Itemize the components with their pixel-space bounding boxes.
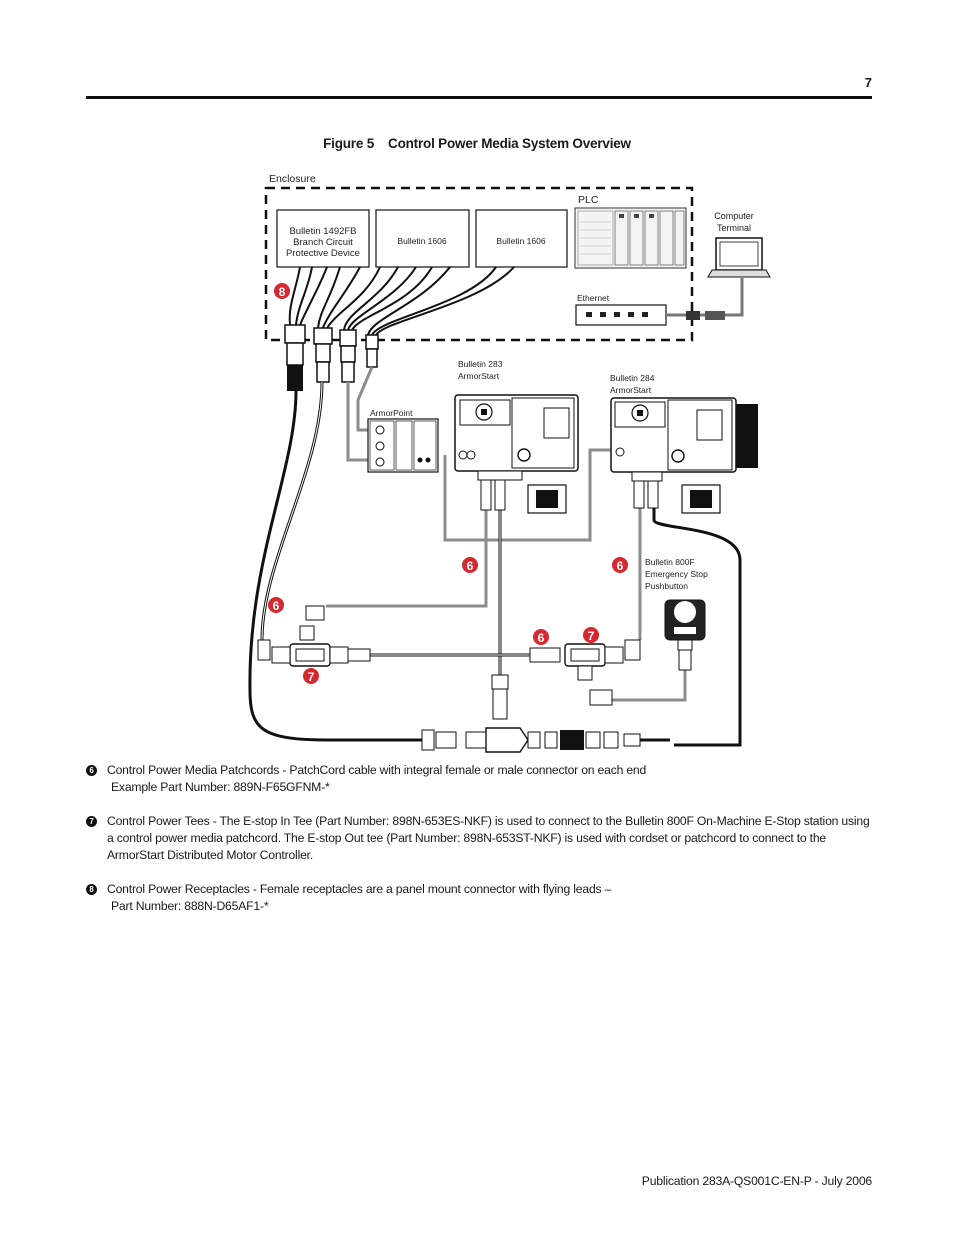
computer-terminal-label-1: Computer bbox=[714, 211, 754, 221]
bulletin-800f-label-3: Pushbutton bbox=[645, 581, 688, 591]
receptacle-1 bbox=[284, 324, 306, 391]
callout-6-a-text: 6 bbox=[467, 559, 474, 573]
bulletin-800f-label-2: Emergency Stop bbox=[645, 569, 708, 579]
bulletin-1492fb-label-2: Branch Circuit bbox=[293, 237, 353, 248]
control-power-tee-left bbox=[257, 605, 371, 667]
callout-6-a: 6 bbox=[462, 557, 478, 573]
note-receptacles: 8 Control Power Receptacles - Female rec… bbox=[86, 881, 876, 915]
bulletin-284-label-2: ArmorStart bbox=[610, 385, 652, 395]
callout-7-a-text: 7 bbox=[588, 629, 595, 643]
note-bullet-7: 7 bbox=[86, 816, 97, 827]
figure-notes: 6 Control Power Media Patchcords - Patch… bbox=[86, 762, 876, 932]
page-number: 7 bbox=[864, 75, 872, 90]
receptacle-4 bbox=[365, 334, 379, 368]
bulletin-284-armorstart bbox=[610, 397, 758, 514]
ethernet-connector bbox=[705, 311, 725, 320]
plc-label: PLC bbox=[578, 194, 599, 206]
emergency-stop-pushbutton bbox=[664, 599, 706, 671]
note-patchcords-line-1: Control Power Media Patchcords - PatchCo… bbox=[107, 763, 647, 777]
note-tees-text: Control Power Tees - The E-stop In Tee (… bbox=[107, 814, 870, 862]
callout-6-b-text: 6 bbox=[617, 559, 624, 573]
ethernet-label: Ethernet bbox=[577, 293, 610, 303]
ethernet-switch bbox=[575, 304, 667, 326]
figure-caption: Figure 5 Control Power Media System Overv… bbox=[0, 136, 954, 151]
callout-8: 8 bbox=[274, 283, 290, 299]
callout-6-d-text: 6 bbox=[538, 631, 545, 645]
bulletin-800f-label-1: Bulletin 800F bbox=[645, 557, 695, 567]
main-trunk-cable-left bbox=[248, 390, 422, 742]
bulletin-283-armorstart bbox=[454, 394, 579, 514]
bulletin-1606-box-b bbox=[475, 209, 568, 268]
callout-7-b: 7 bbox=[303, 668, 319, 684]
ethernet-bulkhead bbox=[686, 311, 700, 320]
callout-6-c-text: 6 bbox=[273, 599, 280, 613]
computer-terminal-icon bbox=[707, 237, 771, 278]
bulletin-1606-label-a: Bulletin 1606 bbox=[397, 236, 446, 246]
trunk-tee-bottom bbox=[421, 674, 641, 753]
enclosure-label: Enclosure bbox=[269, 173, 316, 185]
callout-6-c: 6 bbox=[268, 597, 284, 613]
note-receptacles-line-2: Part Number: 888N-D65AF1-* bbox=[111, 899, 269, 913]
bulletin-1606-box-a bbox=[375, 209, 470, 268]
note-patchcords: 6 Control Power Media Patchcords - Patch… bbox=[86, 762, 876, 796]
callout-7-b-text: 7 bbox=[308, 670, 315, 684]
enclosure-boundary bbox=[264, 186, 694, 342]
note-bullet-6: 6 bbox=[86, 765, 97, 776]
armorpoint-device bbox=[367, 418, 439, 473]
callout-7-a: 7 bbox=[583, 627, 599, 643]
callout-6-d: 6 bbox=[533, 629, 549, 645]
callout-6-b: 6 bbox=[612, 557, 628, 573]
receptacle-3 bbox=[339, 329, 357, 383]
figure-title: Control Power Media System Overview bbox=[388, 136, 631, 151]
figure-number: Figure 5 bbox=[323, 136, 375, 151]
ethernet-cable-b bbox=[690, 278, 744, 317]
header-rule bbox=[86, 96, 872, 99]
note-patchcords-line-2: Example Part Number: 889N-F65GFNM-* bbox=[111, 780, 330, 794]
bulletin-1492fb-label-3: Protective Device bbox=[286, 248, 360, 259]
bulletin-283-label-2: ArmorStart bbox=[458, 371, 500, 381]
note-tees: 7 Control Power Tees - The E-stop In Tee… bbox=[86, 813, 876, 864]
note-bullet-8: 8 bbox=[86, 884, 97, 895]
note-receptacles-line-1: Control Power Receptacles - Female recep… bbox=[107, 882, 612, 896]
bulletin-1606-label-b: Bulletin 1606 bbox=[496, 236, 545, 246]
bulletin-1492fb-label-1: Bulletin 1492FB bbox=[289, 226, 356, 237]
bulletin-283-label-1: Bulletin 283 bbox=[458, 359, 503, 369]
bulletin-284-label-1: Bulletin 284 bbox=[610, 373, 655, 383]
armorpoint-label: ArmorPoint bbox=[370, 408, 413, 418]
trunk-cable-2-highlight bbox=[261, 381, 323, 641]
computer-terminal-label-2: Terminal bbox=[717, 223, 751, 233]
control-power-tee-right bbox=[529, 639, 641, 706]
publication-footer: Publication 283A-QS001C-EN-P - July 2006 bbox=[641, 1174, 872, 1188]
internal-wiring bbox=[288, 266, 515, 336]
callout-8-text: 8 bbox=[279, 285, 286, 299]
bulletin-1492fb-box bbox=[276, 209, 370, 268]
plc-device bbox=[574, 207, 687, 269]
receptacle-2 bbox=[313, 327, 333, 383]
